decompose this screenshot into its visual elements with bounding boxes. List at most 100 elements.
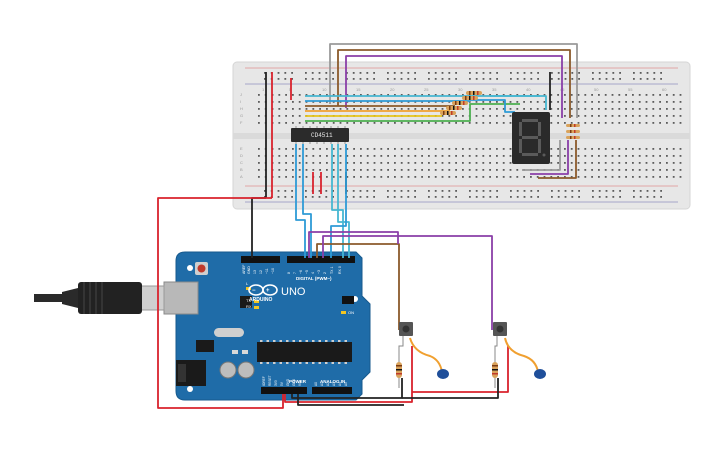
breadboard-hole [305,162,308,164]
breadboard-hole [305,108,308,110]
pin-label: ~6 [299,270,303,274]
breadboard-hole [564,190,567,192]
breadboard-hole [455,162,457,164]
breadboard-hole [550,122,553,124]
breadboard-hole [598,190,601,192]
breadboard-hole [496,78,498,80]
breadboard-hole [536,176,539,178]
breadboard-hole [598,162,600,164]
breadboard-hole [373,94,376,96]
breadboard-hole [510,72,512,74]
breadboard-hole [332,162,335,164]
breadboard-hole [672,162,675,164]
pin-label: 2 [323,272,327,274]
breadboard-hole [523,176,525,178]
breadboard-hole [591,148,593,150]
breadboard-hole [619,78,621,80]
arduino-wires [157,144,509,409]
breadboard-hole [318,196,321,198]
mcu-pin [312,362,315,364]
mcu-pin [318,340,321,342]
breadboard-hole [373,148,376,150]
breadboard-hole [298,122,301,124]
breadboard-hole [604,169,607,171]
breadboard-hole [258,162,260,164]
breadboard-hole [332,72,334,74]
breadboard-hole [353,176,355,178]
breadboard-hole [394,148,396,150]
breadboard-hole [284,72,287,74]
breadboard-hole [679,122,682,124]
breadboard-hole [502,176,505,178]
breadboard-hole [496,72,498,74]
breadboard-hole [550,101,553,103]
breadboard-hole [584,176,587,178]
mcu-pin [286,340,289,342]
power-header [261,387,307,394]
breadboard-hole [400,196,403,198]
breadboard-hole [434,122,437,124]
breadboard-hole [550,155,553,157]
breadboard-hole [278,176,281,178]
breadboard-hole [352,190,355,192]
breadboard-hole [557,94,559,96]
breadboard-hole [550,148,553,150]
breadboard-hole [387,162,389,164]
breadboard-hole [509,148,512,150]
breadboard-hole [264,196,266,198]
breadboard-hole [428,108,430,110]
breadboard-hole [373,162,376,164]
breadboard-hole [475,162,478,164]
row-label: J [240,92,242,97]
mcu-pin [344,340,347,342]
breadboard-hole [278,101,281,103]
breadboard-hole [441,196,444,198]
breadboard-hole [366,122,369,124]
breadboard-hole [577,108,580,110]
breadboard-hole [332,190,334,192]
breadboard-hole [509,122,512,124]
breadboard-hole [652,176,655,178]
breadboard-hole [462,162,464,164]
breadboard-hole [551,78,553,80]
breadboard-hole [448,169,451,171]
breadboard-hole [604,162,607,164]
breadboard-hole [258,101,260,103]
breadboard-hole [448,78,451,80]
breadboard-hole [516,190,519,192]
breadboard-hole [577,122,580,124]
breadboard-hole [387,169,389,171]
breadboard-hole [570,101,573,103]
breadboard-hole [366,148,369,150]
breadboard-hole [577,94,580,96]
breadboard-hole [564,169,566,171]
breadboard-hole [258,108,260,110]
breadboard-hole [414,169,417,171]
breadboard-hole [393,190,396,192]
pin-label: 3V3 [274,380,278,386]
breadboard-hole [570,122,573,124]
breadboard-hole [400,122,403,124]
breadboard-hole [604,122,607,124]
breadboard-hole [400,108,403,110]
breadboard-hole [577,148,580,150]
breadboard-hole [632,108,634,110]
breadboard-hole [346,94,349,96]
row-label: H [240,106,243,111]
breadboard-hole [394,176,396,178]
breadboard-hole [407,78,410,80]
breadboard-hole [278,162,281,164]
breadboard-hole [646,72,649,74]
purple-wire [345,55,563,118]
pin-label: GND [292,378,296,386]
breadboard-hole [332,108,335,110]
breadboard-hole [434,176,437,178]
breadboard-hole [353,155,355,157]
led-tx [254,300,259,303]
breadboard-hole [278,94,281,96]
breadboard-hole [475,72,478,74]
breadboard-hole [258,148,260,150]
breadboard-hole [598,169,600,171]
green-wire [305,103,520,122]
breadboard-hole [604,176,607,178]
